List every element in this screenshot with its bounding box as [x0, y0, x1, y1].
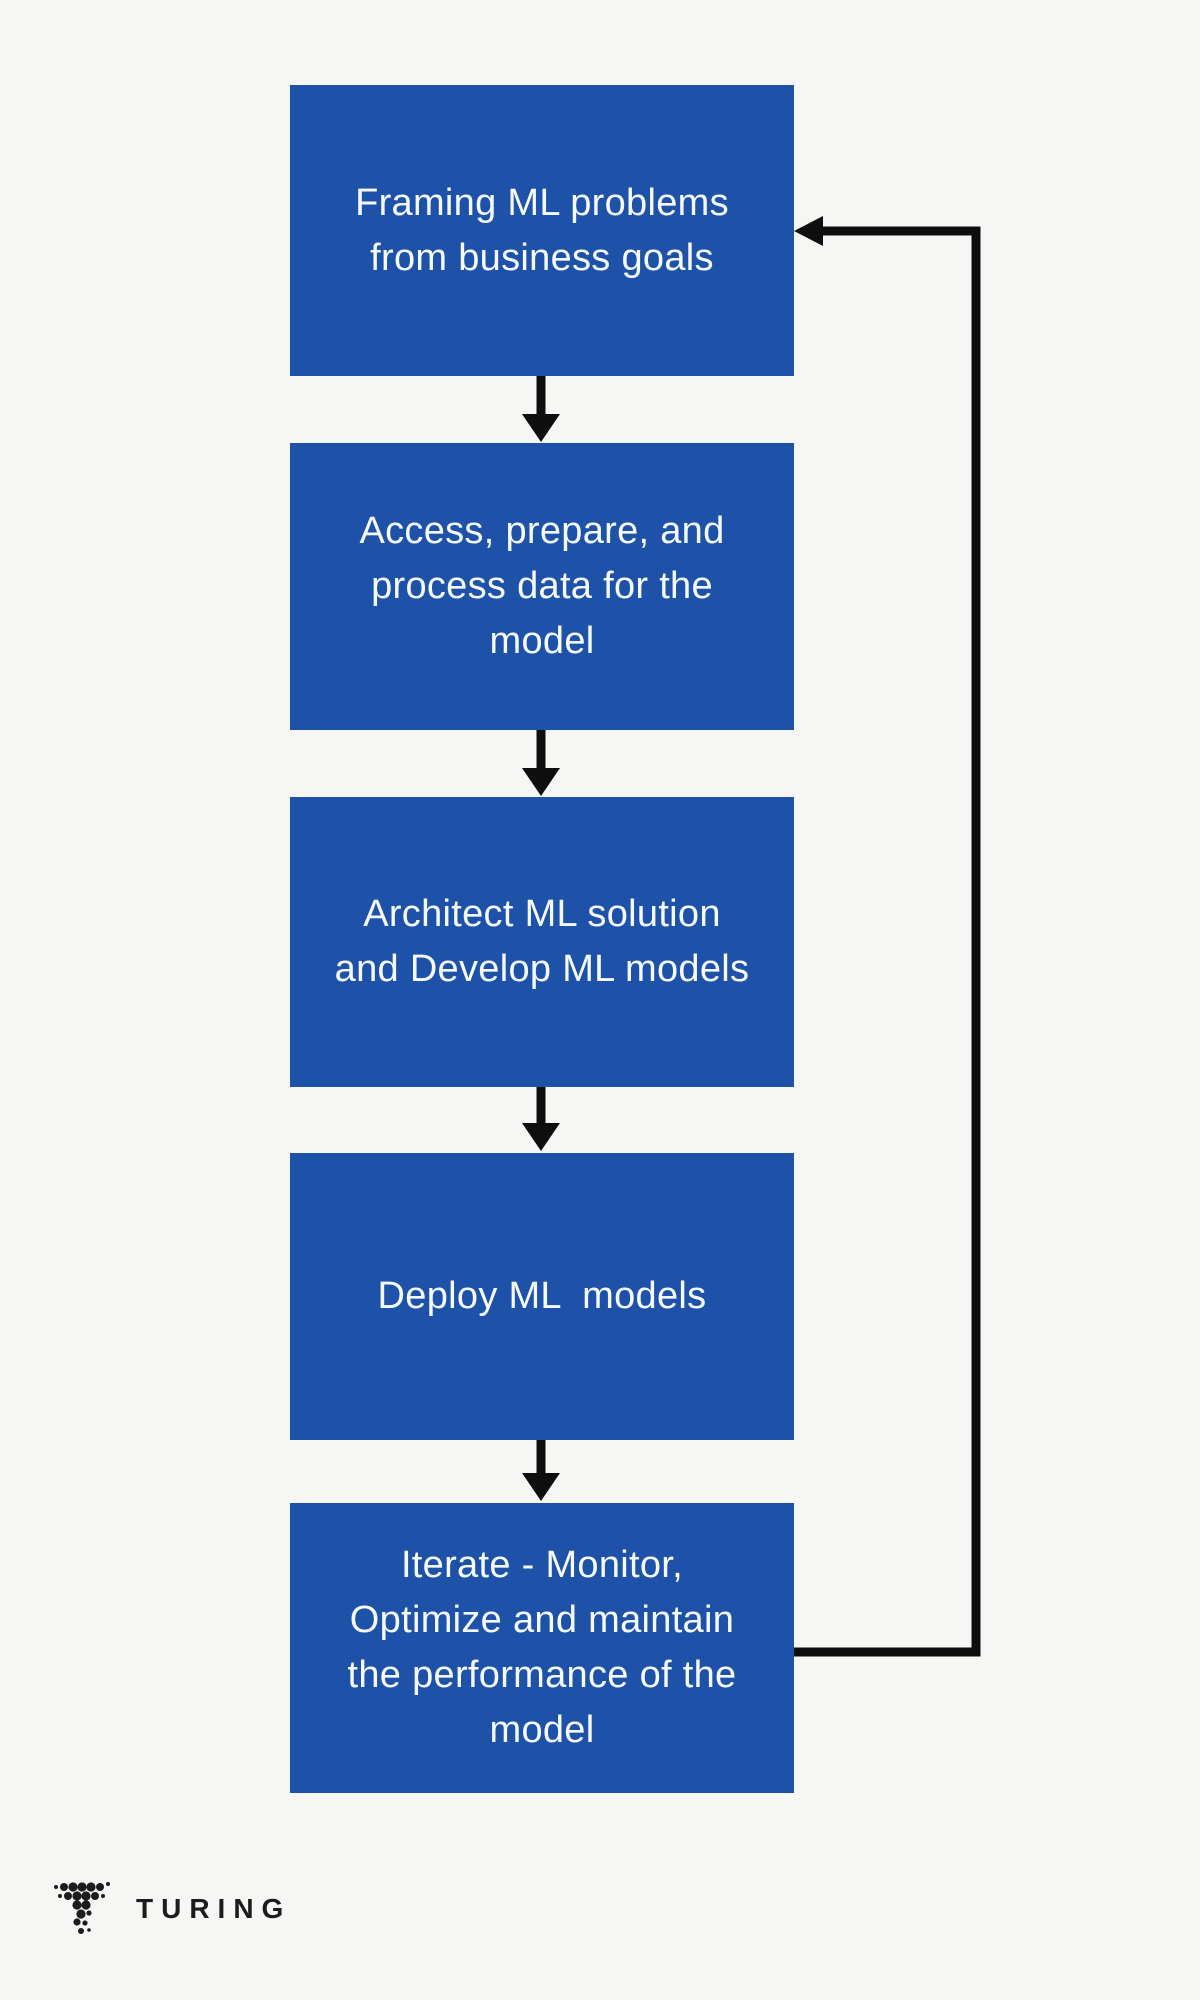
flow-node-architect-develop: Architect ML solution and Develop ML mod…: [290, 797, 794, 1087]
brand-name: TURING: [136, 1893, 292, 1924]
flow-node-data-prep: Access, prepare, and process data for th…: [290, 443, 794, 730]
arrow-down-icon: [522, 729, 560, 796]
feedback-loop-arrow-icon: [794, 216, 981, 1657]
turing-dotted-t-logo-icon: [54, 1882, 110, 1934]
flow-node-label: Iterate - Monitor, Optimize and maintain…: [347, 1544, 737, 1751]
arrow-down-icon: [522, 1439, 560, 1501]
arrow-down-icon: [522, 375, 560, 442]
flow-node-label: Deploy ML models: [377, 1275, 707, 1317]
flow-node-label: Architect ML solution and Develop ML mod…: [334, 893, 750, 990]
flow-node-label: Access, prepare, and process data for th…: [359, 510, 725, 662]
flow-node-iterate: Iterate - Monitor, Optimize and maintain…: [290, 1503, 794, 1793]
flow-node-framing: Framing ML problems from business goals: [290, 85, 794, 376]
brand-footer: TURING: [52, 1880, 291, 1938]
flow-node-deploy: Deploy ML models: [290, 1153, 794, 1440]
flow-node-label: Framing ML problems from business goals: [355, 181, 729, 279]
arrow-down-icon: [522, 1086, 560, 1151]
